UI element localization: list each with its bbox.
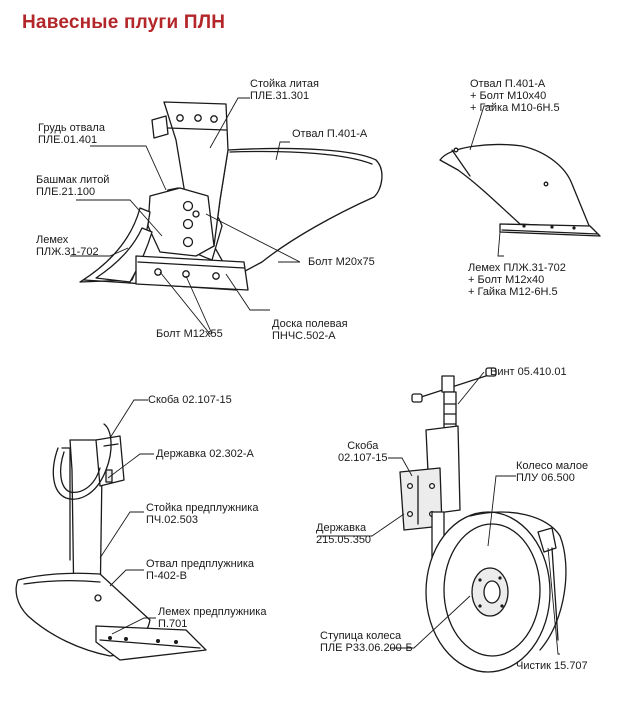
label-line: Отвал предплужника [146, 558, 255, 570]
label-line: ПЛЕ.01.401 [38, 134, 98, 146]
main-plough-body [79, 101, 383, 291]
label-vint: Винт 05.410.01 [490, 366, 567, 378]
label-line: Державка [316, 522, 367, 534]
label-line: Скоба 02.107-15 [148, 394, 232, 406]
label-line: ПЧ.02.503 [146, 514, 198, 526]
label-line: Лемех [36, 234, 69, 246]
label-stoyka-pred: Стойка предплужника ПЧ.02.503 [146, 502, 258, 526]
label-line: Скоба [347, 440, 379, 452]
label-line: ПНЧС.502-А [272, 330, 336, 342]
label-line: Стойка литая [250, 78, 319, 90]
right-moldboard [439, 143, 591, 229]
label-line: Отвал П.401-А [292, 128, 368, 140]
label-line: Башмак литой [36, 174, 110, 186]
label-stoyka-litaya: Стойка литая ПЛЕ.31.301 [250, 78, 319, 102]
label-skoba-right: Скоба 02.107-15 [338, 440, 388, 464]
label-koleso: Колесо малое ПЛУ 06.500 [516, 460, 588, 484]
label-line: Стойка предплужника [146, 502, 259, 514]
preplough-assembly [15, 423, 207, 661]
label-grud-otvala: Грудь отвала ПЛЕ.01.401 [38, 122, 105, 146]
label-chistik: Чистик 15.707 [516, 660, 588, 672]
label-line: Винт 05.410.01 [490, 366, 567, 378]
label-line: Чистик 15.707 [516, 660, 588, 672]
wheel-scraper [537, 527, 557, 553]
label-line: Ступица колеса [320, 630, 402, 642]
label-stupica: Ступица колеса ПЛЕ Р33.06.200-Б [320, 630, 413, 654]
label-doska: Доска полевая ПНЧС.502-А [272, 318, 348, 342]
label-line: Болт М12х55 [156, 328, 223, 340]
moldboard-share-assembly [439, 143, 601, 237]
label-line: 02.107-15 [338, 452, 388, 464]
label-line: Лемех ПЛЖ.31-702 [468, 262, 566, 274]
label-otval-pred: Отвал предплужника П-402-В [146, 558, 254, 582]
main-moldboard [213, 147, 383, 279]
label-line: Державка 02.302-А [156, 448, 254, 460]
label-line: ПЛЕ Р33.06.200-Б [320, 642, 413, 654]
main-landside [135, 255, 249, 291]
label-line: ПЛЕ.21.100 [36, 186, 96, 198]
label-line: + Гайка М10-6Н.5 [470, 102, 560, 114]
label-lemekh-main: Лемех ПЛЖ.31-702 [36, 234, 99, 258]
label-line: Болт М20х75 [308, 256, 375, 268]
label-bolt-m12: Болт М12х55 [156, 328, 223, 340]
main-standard-top [151, 115, 169, 139]
label-line: Лемех предплужника [158, 606, 267, 618]
wheel-assembly [399, 367, 567, 673]
label-line: П.701 [158, 618, 188, 630]
label-line: Колесо малое [516, 460, 589, 472]
label-lemekh-right: Лемех ПЛЖ.31-702 + Болт М12х40 + Гайка М… [468, 262, 566, 298]
label-line: + Болт М12х40 [468, 274, 545, 286]
label-line: Доска полевая [272, 318, 348, 330]
label-line: П-402-В [146, 570, 187, 582]
label-otval-main: Отвал П.401-А [292, 128, 367, 140]
leader-lines [70, 97, 560, 655]
label-derzhavka-left: Державка 02.302-А [156, 448, 254, 460]
label-bolt-m20: Болт М20х75 [308, 256, 375, 268]
label-line: Грудь отвала [38, 122, 105, 134]
label-lemekh-pred: Лемех предплужника П.701 [158, 606, 266, 630]
main-moldboard-edge [229, 150, 373, 165]
label-skoba-left: Скоба 02.107-15 [148, 394, 232, 406]
label-derzhavka-right: Державка 215.05.350 [316, 522, 371, 546]
label-line: Отвал П.401-А [470, 78, 546, 90]
label-otval-right: Отвал П.401-А + Болт М10х40 + Гайка М10-… [470, 78, 560, 114]
label-line: ПЛЕ.31.301 [250, 90, 310, 102]
label-bashmak: Башмак литой ПЛЕ.21.100 [36, 174, 109, 198]
main-shoe [147, 187, 215, 257]
label-line: ПЛЖ.31-702 [36, 246, 99, 258]
preplough-share [95, 625, 207, 661]
label-line: + Болт М10х40 [470, 90, 547, 102]
label-line: 215.05.350 [316, 534, 372, 546]
label-line: ПЛУ 06.500 [516, 472, 575, 484]
page-title: Навесные плуги ПЛН [22, 12, 226, 33]
label-line: + Гайка М12-6Н.5 [468, 286, 558, 298]
